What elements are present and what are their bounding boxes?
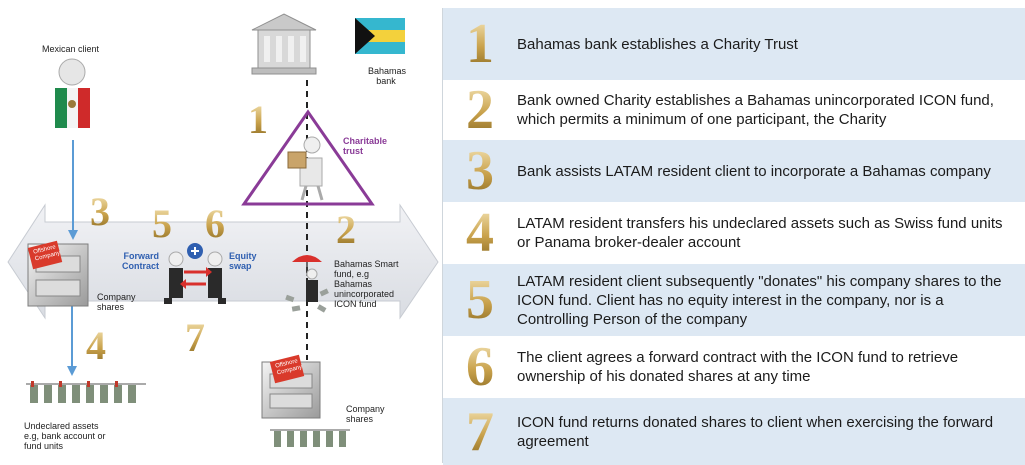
step-text: ICON fund returns donated shares to clie…	[517, 413, 994, 450]
diagram-number-1: 1	[248, 97, 268, 142]
equity-swap-label: Equity swap	[229, 251, 257, 271]
company-cabinet-bottom-icon	[261, 354, 321, 419]
bahamas-bank-label: Bahamas bank	[368, 66, 407, 86]
smart-fund-umbrella-icon	[285, 255, 329, 313]
company-shares-left-label: Company shares	[97, 292, 136, 312]
diagram-number-2: 2	[336, 207, 356, 252]
diagram-number-4: 4	[86, 323, 106, 368]
undeclared-assets-label: Undeclared assets e.g, bank account or f…	[24, 421, 106, 451]
charitable-trust-label: Charitable trust	[343, 136, 388, 156]
diagram-number-5: 5	[152, 201, 172, 246]
mexican-client-label: Mexican client	[42, 44, 100, 54]
step-text: Bahamas bank establishes a Charity Trust	[517, 35, 798, 53]
step-row-2: 2 Bank owned Charity establishes a Baham…	[443, 80, 1025, 140]
step-row-3: 3 Bank assists LATAM resident client to …	[443, 140, 1025, 202]
step-number: 4	[443, 205, 517, 261]
step-text: The client agrees a forward contract wit…	[517, 349, 959, 385]
step-text: Bank assists LATAM resident client to in…	[517, 162, 991, 180]
diagram-number-6: 6	[205, 201, 225, 246]
flow-diagram: Mexican client Bahamas bank Charitable t…	[0, 0, 442, 465]
smart-fund-label: Bahamas Smart fund, e.g Bahamas unincorp…	[334, 259, 399, 309]
step-text: Bank owned Charity establishes a Bahamas…	[517, 92, 994, 128]
company-shares-bottom-label: Company shares	[346, 404, 385, 424]
diagram-canvas	[7, 13, 439, 447]
forward-contract-people-icon	[164, 251, 226, 304]
step-number: 1	[443, 16, 517, 72]
plus-icon	[187, 243, 203, 259]
column-divider	[442, 8, 443, 463]
step-row-1: 1 Bahamas bank establishes a Charity Tru…	[443, 8, 1025, 80]
step-text: LATAM resident transfers his undeclared …	[517, 215, 1003, 251]
charity-person-icon	[287, 136, 324, 201]
forward-contract-label: Forward Contract	[121, 251, 159, 271]
step-number: 5	[443, 272, 517, 328]
step-row-4: 4 LATAM resident transfers his undeclare…	[443, 202, 1025, 264]
mexican-client-icon	[55, 58, 90, 128]
bahamas-flag-icon	[355, 18, 405, 54]
step-number: 6	[443, 339, 517, 395]
step-row-6: 6 The client agrees a forward contract w…	[443, 336, 1025, 398]
money-clothesline-icon	[26, 381, 146, 403]
company-cabinet-left-icon	[27, 240, 89, 307]
step-text: LATAM resident client subsequently "dona…	[517, 272, 1002, 328]
step-number: 7	[443, 404, 517, 460]
step-row-7: 7 ICON fund returns donated shares to cl…	[443, 398, 1025, 465]
charitable-trust-triangle	[241, 109, 375, 206]
bank-building-icon	[251, 13, 317, 75]
step-number: 2	[443, 82, 517, 138]
double-arrow-band	[7, 203, 439, 320]
money-clothesline-bottom-icon	[270, 429, 350, 447]
step-row-5: 5 LATAM resident client subsequently "do…	[443, 264, 1025, 336]
diagram-number-7: 7	[185, 315, 205, 360]
steps-list: 1 Bahamas bank establishes a Charity Tru…	[443, 8, 1025, 465]
step-number: 3	[443, 143, 517, 199]
diagram-number-3: 3	[90, 189, 110, 234]
